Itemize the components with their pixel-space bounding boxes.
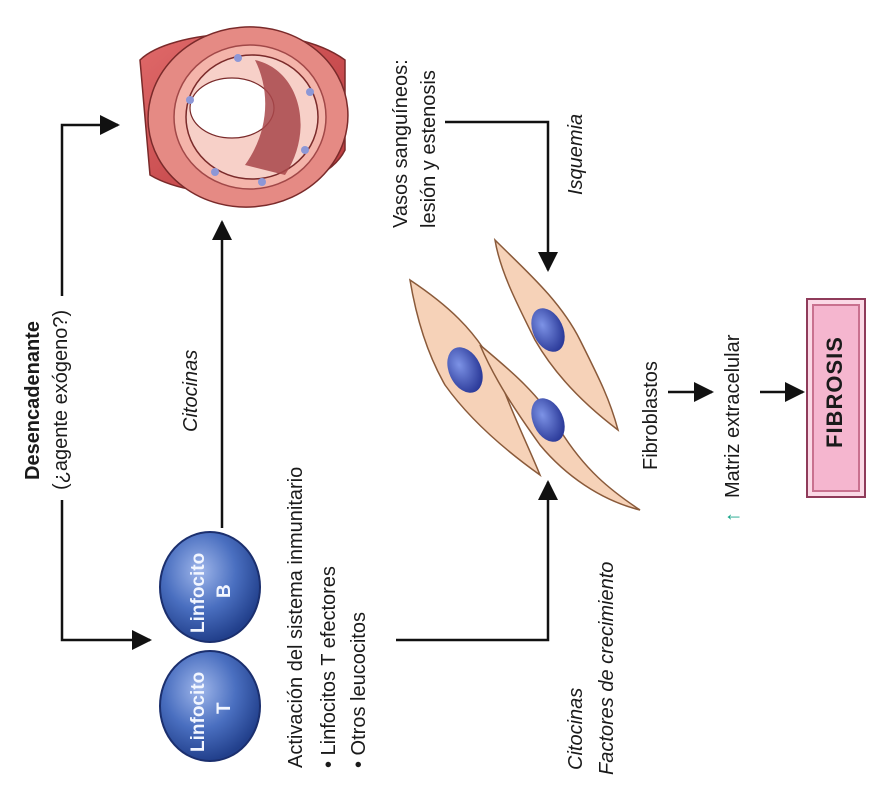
fibrosis-label: FIBROSIS: [822, 336, 848, 448]
ischemia-label: Isquemia: [565, 114, 588, 195]
vessels-label-line2: lesión y estenosis: [418, 70, 441, 228]
lymphocyte-b-cell: [160, 532, 260, 642]
lymphocyte-b-label-line1: Linfocito: [188, 553, 210, 633]
lymphocyte-t-label-line2: T: [214, 702, 236, 714]
immune-activation-title: Activación del sistema inmunitario: [285, 467, 308, 768]
trigger-title: Desencadenante: [22, 321, 45, 480]
growth-factors-label: Factores de crecimiento: [596, 562, 619, 775]
lymphocyte-b-label-line2: B: [214, 584, 236, 598]
vessels-label-line1: Vasos sanguíneos:: [390, 59, 413, 228]
matrix-increase-icon: ↑: [722, 512, 745, 522]
matrix-label: Matriz extracelular: [722, 335, 745, 498]
immune-item-t-effector: • Linfocitos T efectores: [318, 566, 341, 768]
lymphocyte-t-cell: [160, 651, 260, 761]
growth-cytokines-label: Citocinas: [565, 688, 588, 770]
lymphocyte-t-label-line1: Linfocito: [188, 672, 210, 752]
trigger-arrows: [62, 125, 150, 640]
cytokines-top-label: Citocinas: [180, 350, 203, 432]
fibroblasts-label: Fibroblastos: [640, 361, 663, 470]
fibroblast-cells: [410, 240, 640, 510]
immune-item-leukocytes: • Otros leucocitos: [348, 612, 371, 768]
trigger-subtitle: (¿agente exógeno?): [50, 310, 73, 490]
growth-factors-arrow: [396, 482, 548, 640]
blood-vessel-illustration: [140, 19, 355, 216]
